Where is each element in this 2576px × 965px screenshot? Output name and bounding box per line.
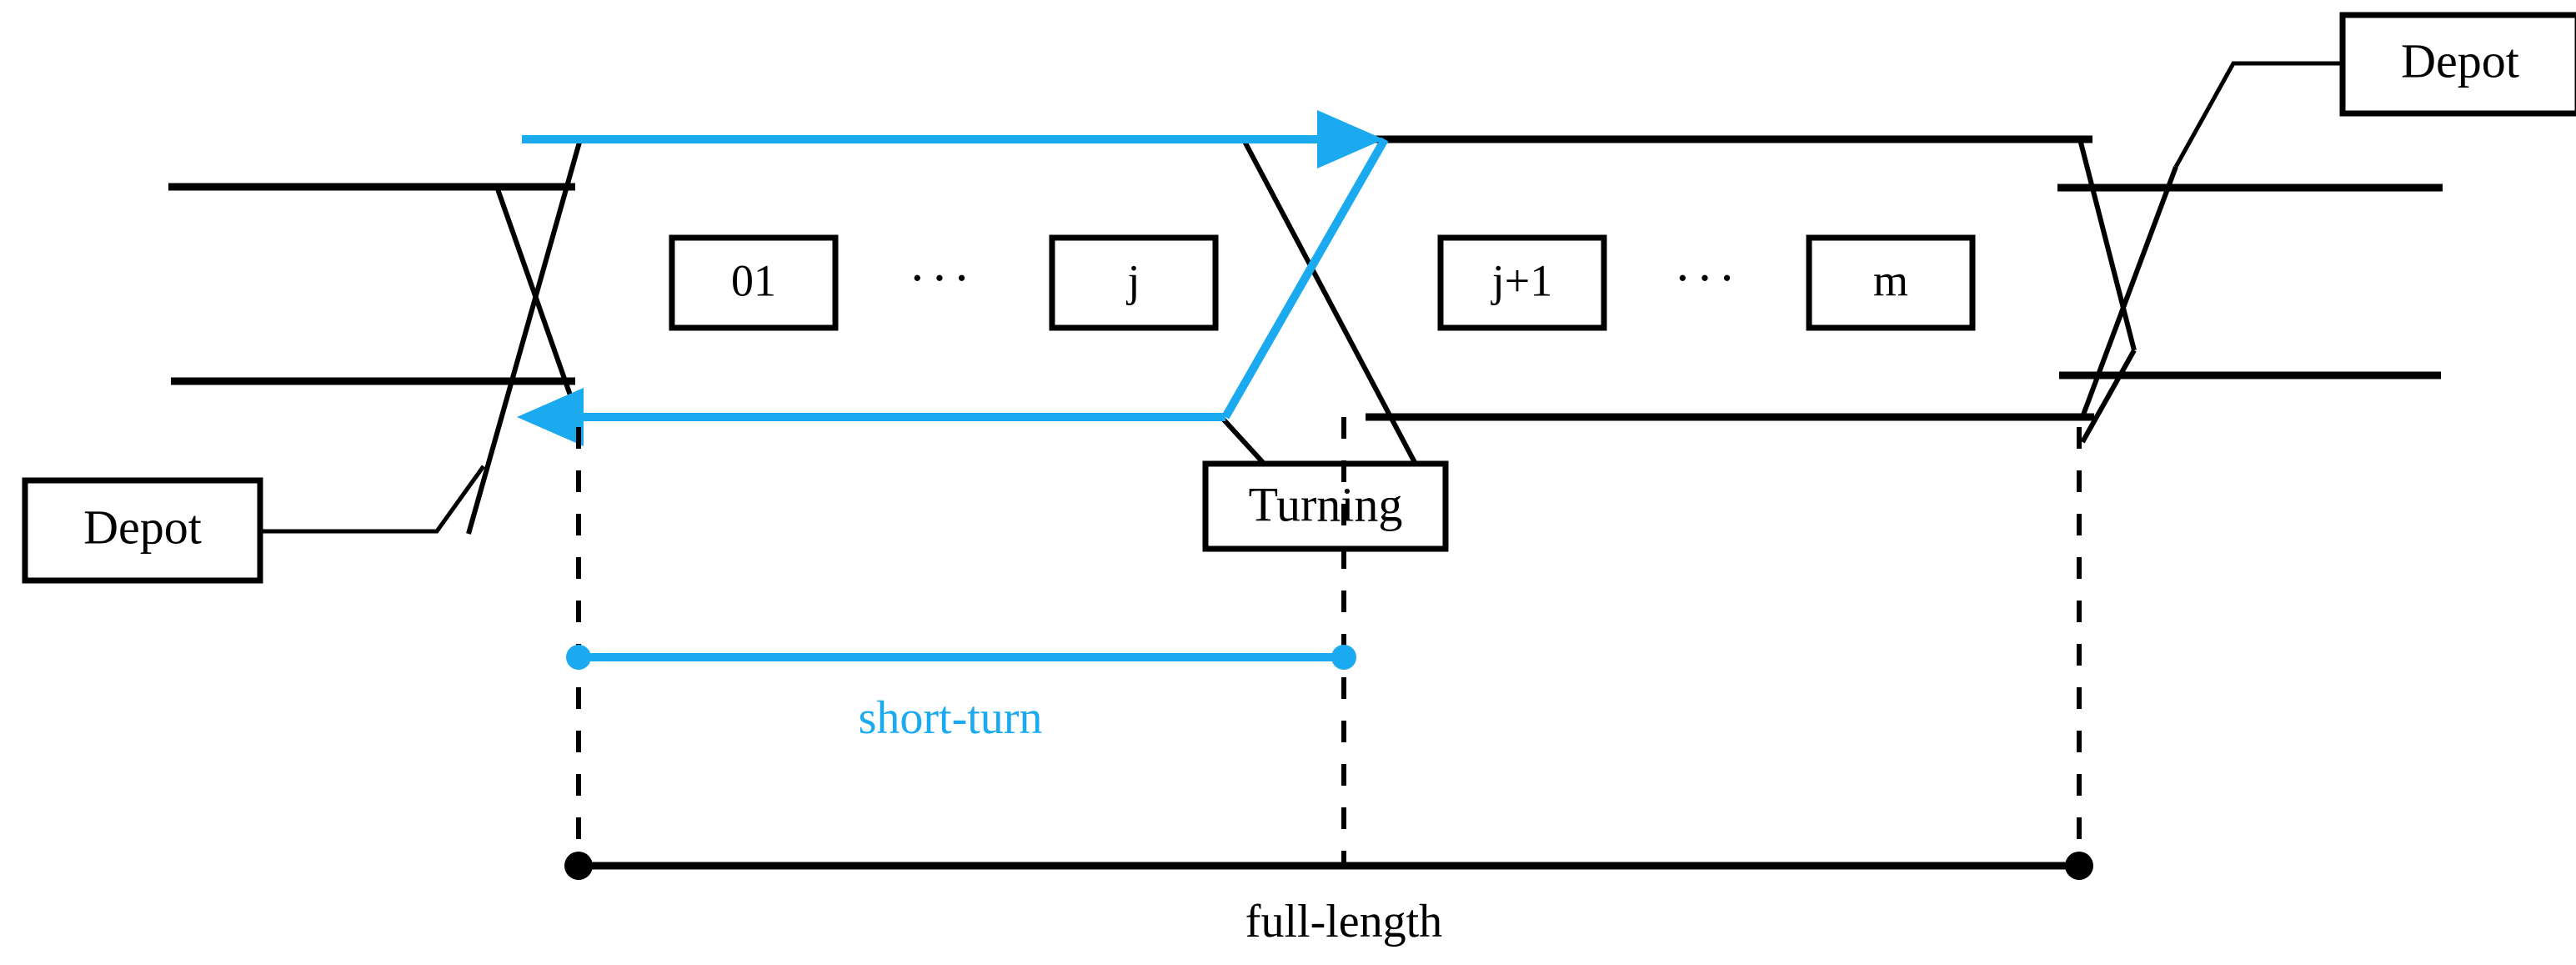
left-depot-leader-line [258, 465, 486, 534]
right-depot-leader-line [2173, 61, 2343, 168]
short-turn-label: short-turn [859, 692, 1043, 744]
arrow-right-icon [1317, 110, 1384, 168]
endpoint-dot-icon-full-length-right [2065, 852, 2093, 880]
station-box-01[interactable] [669, 234, 839, 331]
right-crossover-diagonal-a2 [2080, 349, 2137, 444]
station-box-j[interactable] [1049, 234, 1219, 331]
station-label-j-plus-1: j+1 [1491, 255, 1552, 305]
station-label-m: m [1873, 255, 1908, 305]
ellipsis-left: ··· [909, 250, 975, 307]
endpoint-dot-icon-full-length-left [564, 852, 593, 880]
endpoint-dot-icon-short-turn-left [566, 645, 591, 670]
endpoint-dot-icon-short-turn-right [1331, 645, 1356, 670]
depot-box-left[interactable] [22, 477, 263, 584]
depot-label-left: Depot [83, 500, 202, 554]
turning-box[interactable] [1202, 460, 1449, 552]
short-turn-connector-diagonal [1221, 137, 1389, 420]
turning-crossover-black-diagonal [1240, 135, 1420, 469]
station-box-m[interactable] [1806, 234, 1976, 331]
right-crossover-diagonal-a [2077, 138, 2137, 351]
ellipsis-right: ··· [1674, 250, 1741, 307]
left-crossover-diagonal-b [494, 186, 582, 422]
arrow-left-icon [517, 388, 584, 446]
station-label-j: j [1125, 255, 1140, 305]
depot-label-right: Depot [2401, 33, 2519, 88]
turning-label: Turning [1249, 477, 1403, 531]
station-label-01: 01 [731, 255, 776, 305]
left-crossover-diagonal-a [466, 138, 583, 535]
full-length-label: full-length [1245, 896, 1442, 947]
station-box-j-plus-1[interactable] [1437, 234, 1607, 331]
turning-crossover-black-stub [1219, 415, 1270, 470]
depot-box-right[interactable] [2339, 12, 2576, 117]
right-crossover-diagonal-b [2080, 165, 2178, 419]
